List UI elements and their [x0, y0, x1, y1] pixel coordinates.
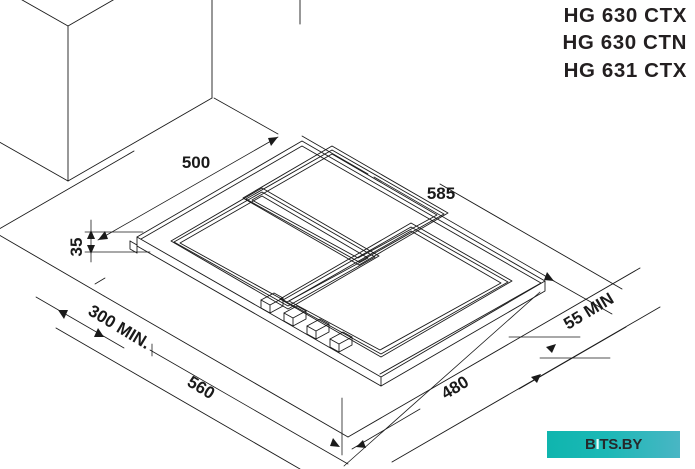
model-number-1: HG 630 CTX — [563, 4, 687, 27]
dimension-500 — [94, 97, 279, 285]
dimension-35 — [84, 219, 151, 263]
dimension-480 — [343, 291, 541, 467]
control-knob-2 — [283, 305, 307, 327]
burner-grate-rear — [242, 145, 449, 266]
dimension-560 — [149, 343, 349, 465]
dimension-480-arrows — [356, 440, 366, 448]
watermark-text-accent: I — [595, 436, 600, 453]
dimension-585-arrows — [544, 272, 554, 281]
dimension-55-min-arrows — [531, 344, 556, 383]
control-knob-group — [260, 292, 353, 353]
model-number-list: HG 630 CTX HG 630 CTN HG 631 CTX — [563, 2, 687, 84]
dimension-300-min — [35, 296, 125, 349]
control-knob-4 — [329, 331, 353, 353]
dimension-500-arrows — [98, 137, 278, 240]
dimension-label-35: 35 — [67, 238, 86, 257]
dimension-label-585: 585 — [427, 184, 455, 203]
wall-cabinet-outline — [0, 0, 301, 182]
model-number-3: HG 631 CTX — [563, 58, 687, 82]
dimension-label-480: 480 — [438, 372, 472, 403]
control-knob-3 — [306, 318, 330, 340]
model-number-2: HG 630 CTN — [562, 31, 687, 55]
dimension-label-55-min: 55 MIN — [560, 289, 617, 334]
dimension-585 — [301, 135, 613, 315]
hob-body-outline — [129, 140, 546, 387]
dimension-35-arrows — [87, 230, 95, 254]
control-knob-1 — [260, 292, 284, 314]
burner-grate-group — [170, 145, 513, 358]
watermark-text-before: B — [584, 436, 596, 453]
watermark-text-after: TS.BY — [599, 436, 643, 453]
burner-grate-left — [170, 187, 380, 310]
dimension-560-arrows — [330, 438, 340, 447]
dimension-label-500: 500 — [182, 153, 210, 172]
dimension-label-560: 560 — [184, 372, 218, 403]
burner-grate-right — [279, 222, 513, 358]
dimension-300-min-arrows — [58, 310, 104, 337]
